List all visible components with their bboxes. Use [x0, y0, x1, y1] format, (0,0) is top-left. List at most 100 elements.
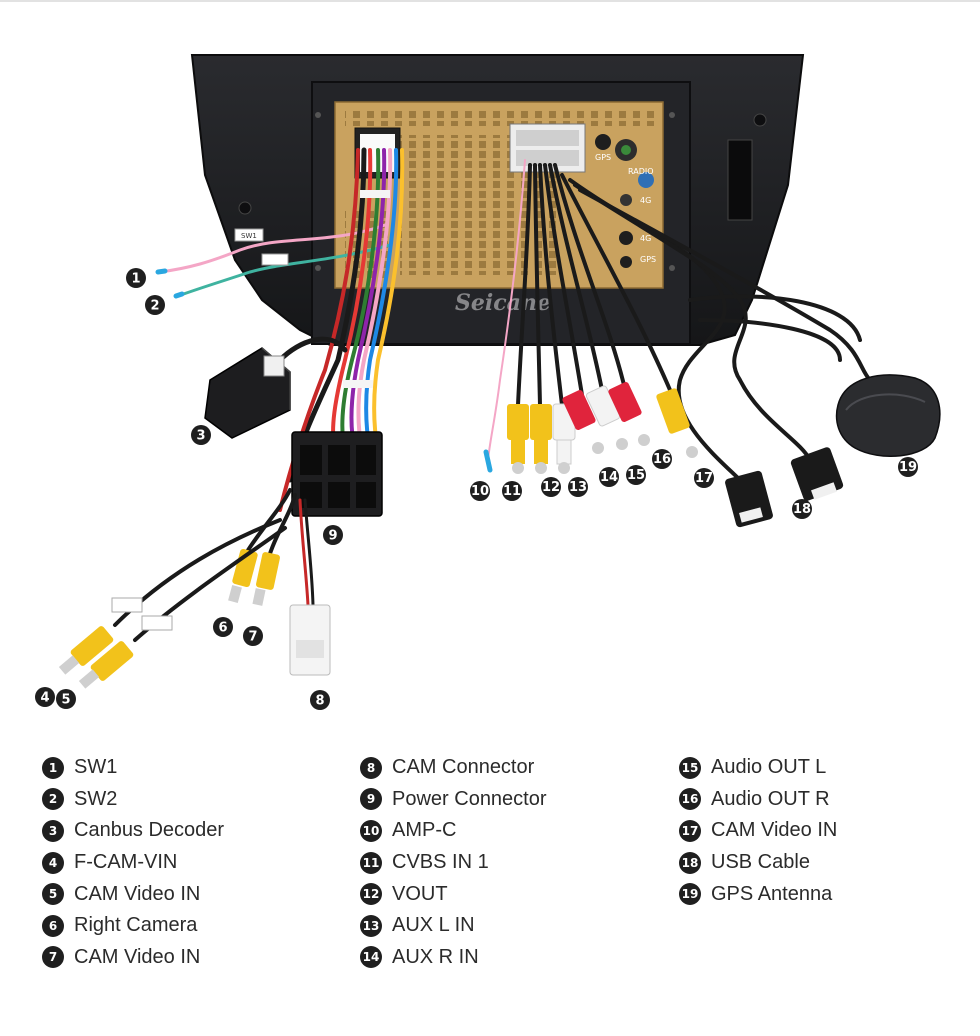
legend-badge: 12 — [360, 883, 382, 906]
legend-item-9: 9 Power Connector — [360, 784, 547, 816]
svg-text:14: 14 — [600, 470, 618, 485]
svg-text:11: 11 — [503, 484, 521, 499]
legend-label: CVBS IN 1 — [392, 851, 489, 874]
svg-text:3: 3 — [196, 429, 205, 444]
power-connector — [291, 431, 383, 517]
legend-label: GPS Antenna — [711, 882, 833, 905]
legend-label: AUX R IN — [392, 945, 479, 968]
legend-badge: 16 — [679, 788, 701, 811]
marker-9: 9 — [323, 525, 343, 545]
legend-badge: 8 — [360, 756, 382, 779]
svg-text:2: 2 — [150, 299, 159, 314]
legend-badge: 15 — [679, 756, 701, 779]
wiring-diagram: GPS RADIO 4G 4G GPS Seicane SW1 — [35, 54, 941, 710]
sw1-tag-label: SW1 — [241, 232, 257, 240]
marker-4: 4 — [35, 687, 55, 707]
top-divider — [0, 0, 980, 2]
marker-12: 12 — [541, 477, 561, 497]
legend-item-1: 1 SW1 — [42, 752, 224, 784]
legend-item-4: 4 F-CAM-VIN — [42, 847, 224, 879]
svg-text:8: 8 — [315, 694, 324, 709]
legend-badge: 4 — [42, 851, 64, 874]
legend-label: Audio OUT R — [711, 787, 830, 810]
legend-label: Canbus Decoder — [74, 819, 225, 842]
legend-label: AUX L IN — [392, 914, 475, 937]
svg-text:9: 9 — [328, 529, 337, 544]
marker-14: 14 — [599, 467, 619, 487]
legend-item-12: 12 VOUT — [360, 878, 547, 910]
svg-text:19: 19 — [899, 460, 917, 475]
legend-item-3: 3 Canbus Decoder — [42, 815, 224, 847]
legend-badge: 14 — [360, 946, 382, 969]
legend-badge: 5 — [42, 883, 64, 906]
amp-c-tip — [483, 449, 493, 473]
marker-3: 3 — [191, 425, 211, 445]
legend-badge: 1 — [42, 756, 64, 779]
legend-label: Right Camera — [74, 914, 198, 937]
marker-19: 19 — [898, 457, 918, 477]
radio-socket-label: RADIO — [628, 167, 654, 176]
legend-badge: 2 — [42, 788, 64, 811]
rca-cables — [487, 159, 872, 482]
4g-top-socket-label: 4G — [640, 196, 651, 205]
svg-text:10: 10 — [471, 484, 489, 499]
legend-item-19: 19 GPS Antenna — [679, 878, 837, 910]
usb-plugs — [725, 447, 844, 528]
svg-text:6: 6 — [218, 621, 227, 636]
marker-13: 13 — [568, 477, 588, 497]
marker-18: 18 — [792, 499, 812, 519]
legend-badge: 17 — [679, 819, 701, 842]
svg-text:13: 13 — [569, 480, 587, 495]
marker-2: 2 — [145, 295, 165, 315]
legend-label: CAM Video IN — [74, 945, 201, 968]
svg-text:18: 18 — [793, 502, 811, 517]
svg-text:15: 15 — [627, 468, 645, 483]
svg-text:17: 17 — [695, 471, 713, 486]
legend-item-6: 6 Right Camera — [42, 910, 224, 942]
watermark: Seicane — [455, 290, 551, 316]
rca-plugs — [507, 382, 698, 474]
marker-1: 1 — [126, 268, 146, 288]
marker-17: 17 — [694, 468, 714, 488]
front-camera-cables — [111, 518, 287, 642]
marker-7: 7 — [243, 626, 263, 646]
legend-label: CAM Connector — [392, 756, 535, 779]
gps-antenna — [835, 374, 941, 458]
marker-6: 6 — [213, 617, 233, 637]
gps-socket-label: GPS — [595, 153, 611, 162]
legend-label: Audio OUT L — [711, 756, 827, 779]
svg-text:12: 12 — [542, 480, 560, 495]
legend-label: Power Connector — [392, 787, 547, 810]
legend-badge: 6 — [42, 914, 64, 937]
legend-item-8: 8 CAM Connector — [360, 752, 547, 784]
marker-11: 11 — [502, 481, 522, 501]
4g-socket-label: 4G — [640, 234, 651, 243]
legend-badge: 19 — [679, 883, 701, 906]
legend-badge: 3 — [42, 819, 64, 842]
svg-text:7: 7 — [248, 630, 257, 645]
right-camera-plugs — [228, 548, 331, 676]
legend-label: SW1 — [74, 756, 118, 779]
legend-badge: 18 — [679, 851, 701, 874]
gps-bottom-socket-label: GPS — [640, 255, 656, 264]
legend-badge: 9 — [360, 788, 382, 811]
legend-item-15: 15 Audio OUT L — [679, 752, 837, 784]
legend-label: F-CAM-VIN — [74, 851, 178, 874]
marker-5: 5 — [56, 689, 76, 709]
front-camera-plugs — [58, 626, 134, 689]
svg-text:16: 16 — [653, 452, 671, 467]
legend-item-16: 16 Audio OUT R — [679, 784, 837, 816]
marker-16: 16 — [652, 449, 672, 469]
legend-label: VOUT — [392, 882, 448, 905]
marker-15: 15 — [626, 465, 646, 485]
